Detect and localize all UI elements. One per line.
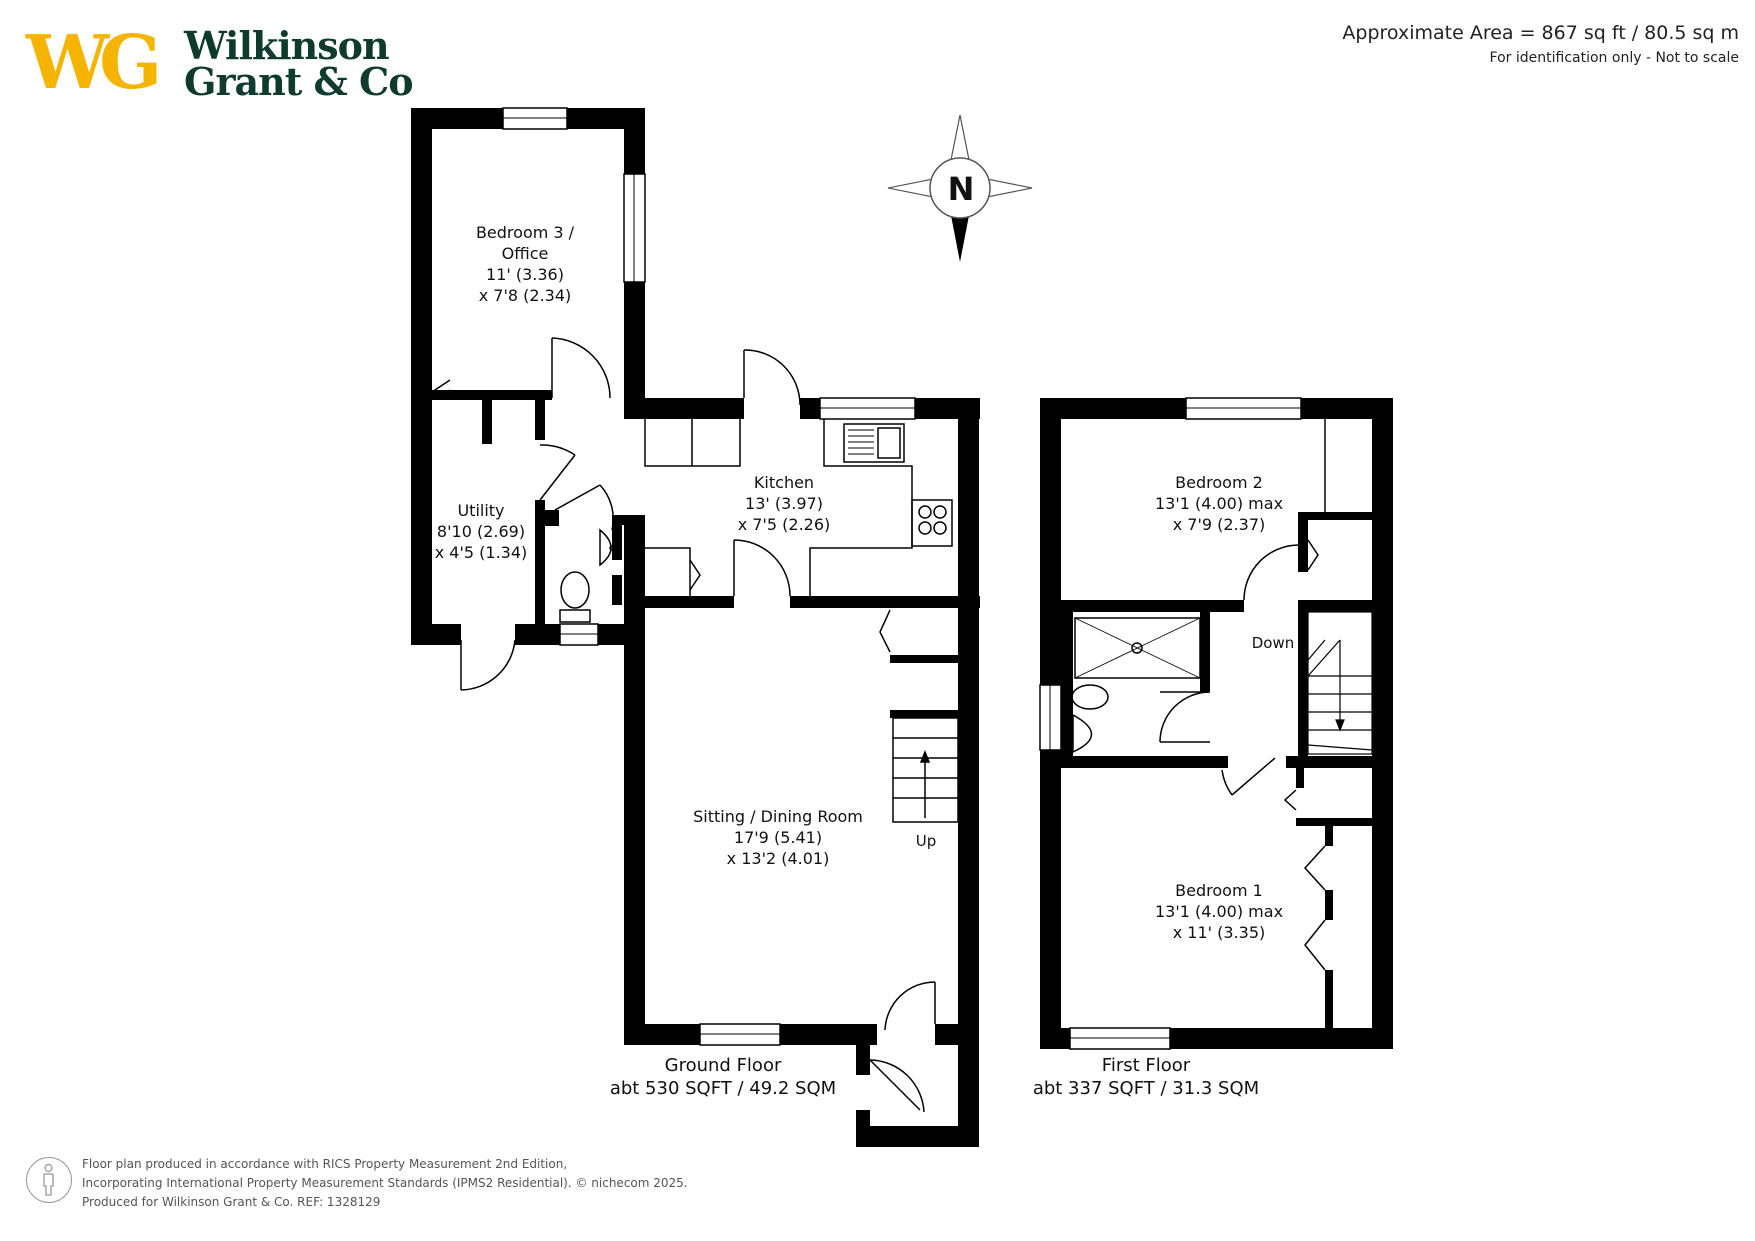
room-dimension: x 7'8 (2.34) (478, 286, 572, 305)
room-dimension: 13'1 (4.00) max (1154, 494, 1284, 513)
room-dimension: 8'10 (2.69) (436, 522, 526, 541)
ground-floor-label: Ground Floor abt 530 SQFT / 49.2 SQM (610, 1054, 836, 1100)
compass-icon (887, 114, 1033, 262)
floor-area: abt 337 SQFT / 31.3 SQM (1032, 1078, 1260, 1099)
first-floor-label: First Floor abt 337 SQFT / 31.3 SQM (1033, 1054, 1259, 1100)
room-dimension: x 7'5 (2.26) (737, 515, 831, 534)
floor-name: First Floor (1101, 1055, 1191, 1076)
room-label-bedroom1: Bedroom 1 13'1 (4.00) max x 11' (3.35) (1155, 880, 1283, 943)
first-floor-doors (1071, 419, 1326, 971)
room-label-utility: Utility 8'10 (2.69) x 4'5 (1.34) (435, 500, 528, 563)
room-name: Bedroom 3 / (475, 223, 575, 242)
room-dimension: x 13'2 (4.01) (726, 849, 830, 868)
stairs-up (892, 717, 959, 823)
footer-line: Incorporating International Property Mea… (82, 1176, 688, 1190)
room-name: Kitchen (753, 473, 815, 492)
footer-text: Floor plan produced in accordance with R… (82, 1155, 688, 1212)
room-name: Sitting / Dining Room (693, 807, 863, 826)
brand-name: Wilkinson Grant & Co (184, 23, 414, 104)
kitchen-fittings (559, 419, 953, 623)
room-label-kitchen: Kitchen 13' (3.97) x 7'5 (2.26) (738, 472, 831, 535)
room-dimension: x 11' (3.35) (1172, 923, 1266, 942)
stairs-up-label: Up (915, 832, 937, 850)
room-name: Utility (457, 501, 505, 520)
area-summary: Approximate Area = 867 sq ft / 80.5 sq m… (1342, 22, 1739, 66)
room-name: Bedroom 2 (1175, 473, 1263, 492)
stairs-down (1307, 611, 1373, 755)
brand-name-line2: Grant & Co (184, 59, 414, 104)
room-dimension: 11' (3.36) (486, 265, 564, 284)
room-dimension: 17'9 (5.41) (733, 828, 823, 847)
room-label-bedroom2: Bedroom 2 13'1 (4.00) max x 7'9 (2.37) (1155, 472, 1283, 535)
approx-area-text: Approximate Area = 867 sq ft / 80.5 sq m (1342, 22, 1739, 44)
floor-area: abt 530 SQFT / 49.2 SQM (609, 1078, 837, 1099)
person-icon-graphic (43, 1163, 54, 1196)
room-label-bedroom3: Bedroom 3 / Office 11' (3.36) x 7'8 (2.3… (476, 222, 574, 306)
ground-floor-doors (431, 337, 936, 1113)
room-name: Office (501, 244, 549, 263)
room-dimension: 13'1 (4.00) max (1154, 902, 1284, 921)
footer-line: Floor plan produced in accordance with R… (82, 1157, 568, 1171)
floor-name: Ground Floor (664, 1055, 782, 1076)
brand-logo: WG Wilkinson Grant & Co (26, 20, 414, 106)
brand-monogram: WG (26, 20, 162, 106)
footer: Floor plan produced in accordance with R… (26, 1155, 826, 1215)
disclaimer-text: For identification only - Not to scale (1489, 50, 1739, 66)
brand-name-line1: Wilkinson (184, 23, 390, 68)
room-label-sitting-dining: Sitting / Dining Room 17'9 (5.41) x 13'2… (693, 806, 863, 869)
stairs-down-label: Down (1251, 634, 1295, 652)
ground-floor-walls (411, 108, 980, 1147)
room-dimension: x 7'9 (2.37) (1172, 515, 1266, 534)
room-name: Bedroom 1 (1175, 881, 1263, 900)
footer-line: Produced for Wilkinson Grant & Co. REF: … (82, 1195, 381, 1209)
room-dimension: x 4'5 (1.34) (434, 543, 528, 562)
person-icon (26, 1157, 72, 1203)
room-dimension: 13' (3.97) (745, 494, 823, 513)
compass-north-label: N (947, 170, 975, 208)
